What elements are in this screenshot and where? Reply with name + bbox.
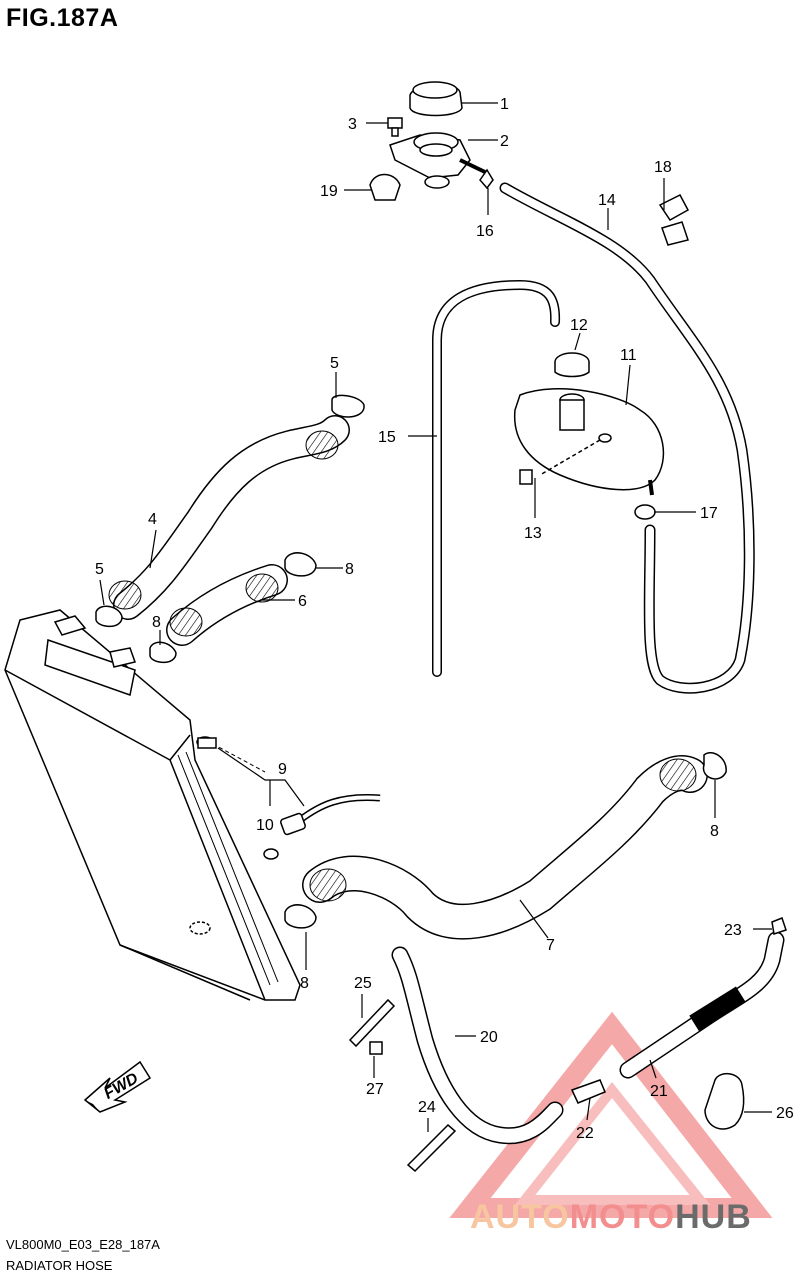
callout-8c: 8 [710, 823, 719, 840]
hose-14 [499, 182, 755, 694]
callout-18: 18 [654, 159, 672, 176]
callout-4: 4 [148, 511, 157, 528]
hose-7 [302, 755, 708, 940]
callout-14: 14 [598, 192, 616, 209]
callout-24: 24 [418, 1099, 436, 1116]
figure-title: FIG.187A [6, 4, 119, 32]
thermo-switch [263, 793, 381, 860]
callout-10: 10 [256, 817, 274, 834]
callout-12: 12 [570, 317, 588, 334]
callout-22: 22 [576, 1125, 594, 1142]
leader-lines [99, 102, 772, 1132]
callout-11: 11 [620, 347, 637, 364]
callout-20: 20 [480, 1029, 498, 1046]
hose-21 [619, 931, 785, 1079]
callout-6: 6 [298, 593, 307, 610]
callout-27: 27 [366, 1081, 384, 1098]
fwd-arrow-icon: FWD [83, 1060, 152, 1113]
callout-21: 21 [650, 1083, 668, 1100]
callout-labels: 1 2 3 4 5 5 6 7 8 8 8 8 9 10 11 12 13 14… [95, 96, 794, 1142]
radiator-core [4, 609, 301, 1001]
hose-4 [108, 415, 350, 620]
watermark-moto: MOTO [569, 1198, 676, 1236]
callout-19: 19 [320, 183, 338, 200]
reservoir-tank [513, 352, 665, 496]
callout-13: 13 [524, 525, 542, 542]
callout-5a: 5 [330, 355, 339, 372]
callout-15: 15 [378, 429, 396, 446]
watermark-hub: HUB [675, 1198, 752, 1236]
radiator-cap [389, 81, 486, 189]
callout-8d: 8 [300, 975, 309, 992]
callout-23: 23 [724, 922, 742, 939]
callout-8a: 8 [345, 561, 354, 578]
watermark-auto: AUTO [470, 1198, 570, 1236]
callout-5b: 5 [95, 561, 104, 578]
callout-2: 2 [500, 133, 509, 150]
callout-3: 3 [348, 116, 357, 133]
callout-26: 26 [776, 1105, 794, 1122]
callout-16: 16 [476, 223, 494, 240]
section-name: RADIATOR HOSE [6, 1258, 113, 1273]
model-code: VL800M0_E03_E28_187A [6, 1237, 160, 1252]
hose-15 [432, 279, 561, 677]
hose-20 [391, 946, 564, 1145]
callout-17: 17 [700, 505, 718, 522]
watermark-text: AUTOMOTOHUB [470, 1198, 752, 1237]
hose-6 [166, 564, 288, 646]
callout-7: 7 [546, 937, 555, 954]
callout-25: 25 [354, 975, 372, 992]
callout-1: 1 [500, 96, 509, 113]
small-fasteners [95, 117, 787, 1173]
callout-9: 9 [278, 761, 287, 778]
callout-8b: 8 [152, 614, 161, 631]
